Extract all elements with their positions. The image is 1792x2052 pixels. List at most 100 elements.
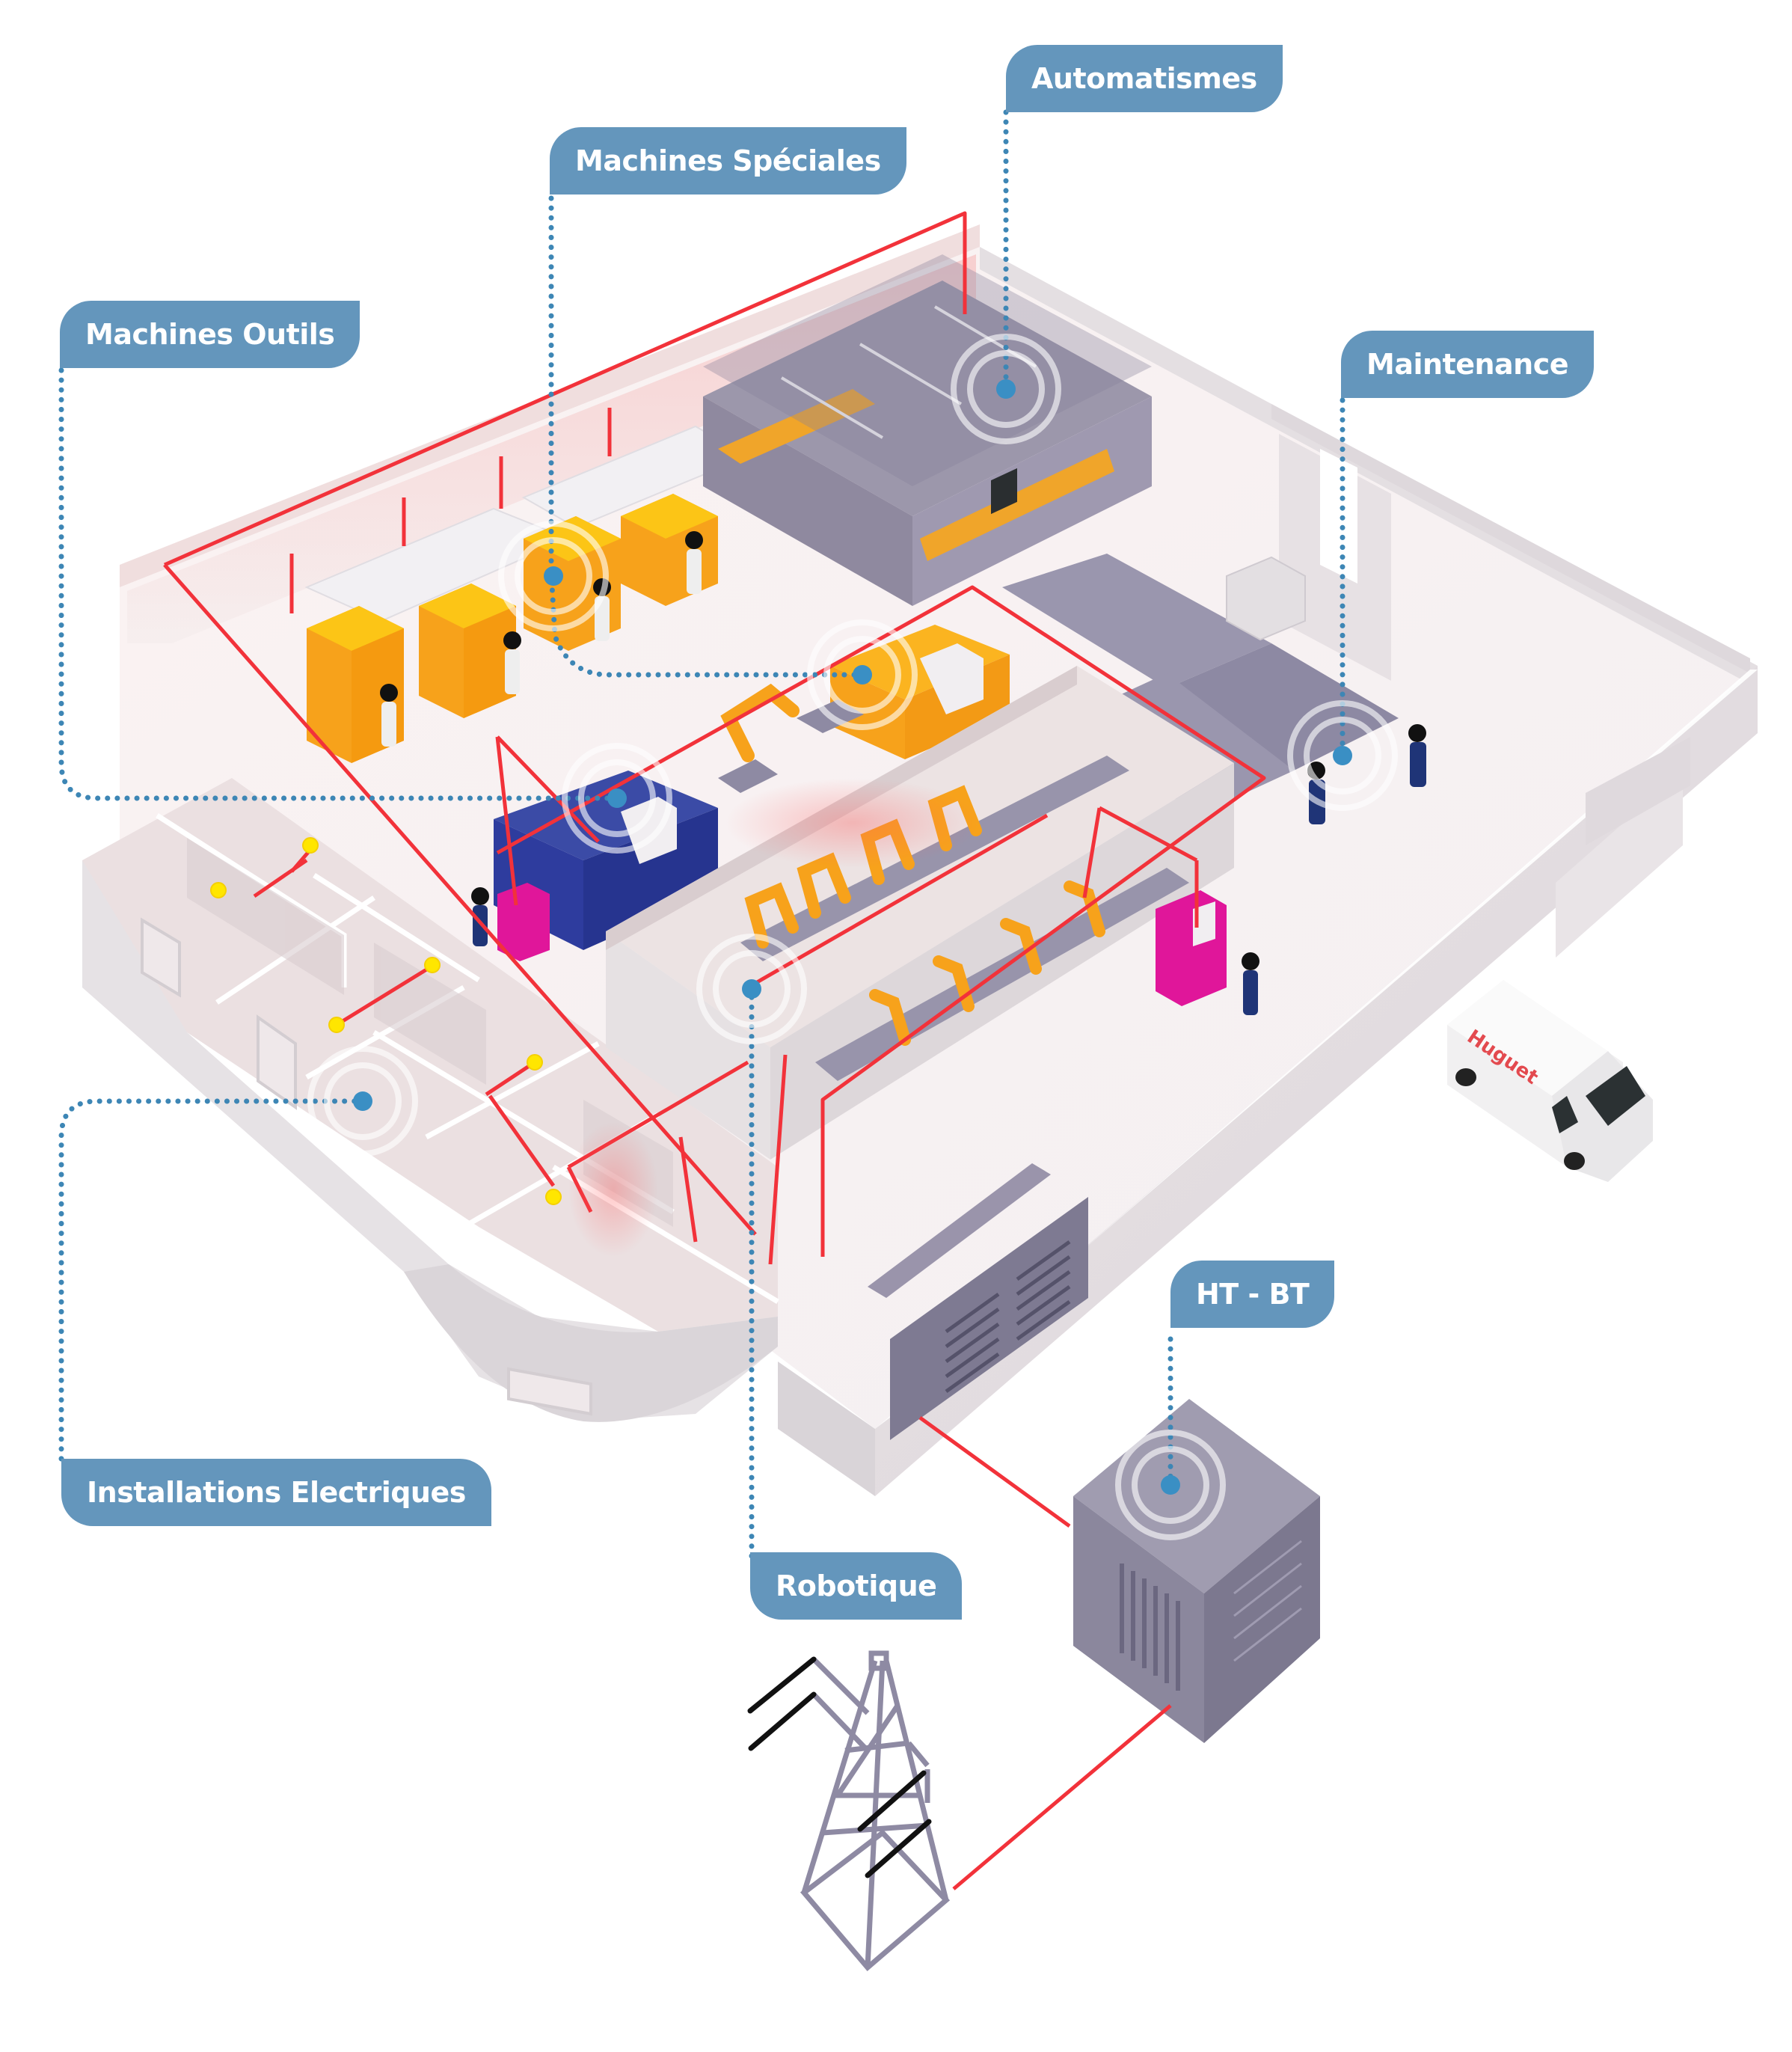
machine-tool [621, 494, 718, 606]
light-point [545, 1189, 562, 1205]
control-desk [718, 389, 875, 464]
robot-arm [720, 683, 800, 762]
leader-machines-speciales [548, 195, 871, 678]
operator [503, 631, 521, 694]
blue-machine-side [583, 808, 718, 950]
operator [685, 531, 703, 594]
transformer-grille [1233, 1540, 1302, 1662]
hotspot-maintenance[interactable] [1287, 700, 1398, 811]
light-point [328, 1017, 345, 1033]
hotspot-automatismes[interactable] [951, 334, 1061, 444]
van-roof [1447, 980, 1608, 1096]
cable [496, 735, 600, 843]
hotspot-inner-ring [1304, 717, 1381, 794]
conveyor [1002, 554, 1271, 688]
hotspot-ht-bt[interactable] [1115, 1430, 1226, 1540]
label-automatismes[interactable]: Automatismes [1006, 45, 1283, 112]
power-pylon [800, 1650, 951, 1971]
hotspot-inner-ring [967, 350, 1045, 428]
robot-conveyor [740, 756, 1129, 961]
robot-arm [869, 989, 911, 1046]
van-windshield [1586, 1066, 1645, 1126]
right-room-partition [1586, 737, 1690, 845]
orange-machine-window [920, 643, 984, 714]
drop-bin [1226, 556, 1306, 641]
transformer [1073, 1399, 1320, 1743]
right-outer-wall [875, 666, 1758, 1496]
light-point [527, 1054, 543, 1071]
cable [163, 211, 967, 567]
label-maintenance[interactable]: Maintenance [1341, 331, 1595, 398]
roof-slab [868, 1163, 1051, 1298]
hotspot-inner-ring [713, 950, 791, 1028]
hotspot-inner-ring [823, 636, 901, 714]
cable [952, 1704, 1172, 1890]
hotspot-dot-icon [742, 979, 761, 999]
cable [918, 1415, 1071, 1528]
leader-machines-outils [58, 367, 620, 801]
red-glow [725, 778, 980, 868]
back-left-wall-inner [127, 254, 976, 643]
hotspot-outer-ring [807, 619, 918, 730]
louvre-slats [945, 1240, 1071, 1394]
label-machines-speciales[interactable]: Machines Spéciales [550, 127, 906, 195]
front-wall [778, 1362, 875, 1496]
leader-installations [58, 1098, 366, 1462]
control-room-floor [703, 281, 1152, 516]
label-robotique[interactable]: Robotique [750, 1552, 963, 1620]
control-room [703, 254, 1152, 606]
robot-arm [1064, 880, 1105, 937]
hotspot-machines-outils[interactable] [562, 743, 672, 854]
control-desk [920, 449, 1114, 561]
technician [1242, 952, 1259, 1015]
hotspot-dot-icon [996, 379, 1016, 399]
cable [768, 1054, 788, 1265]
service-van: Huguet [1447, 980, 1653, 1182]
leader-lines [58, 109, 1345, 1559]
machine-tool [419, 584, 516, 718]
hotspot-outer-ring [1287, 700, 1398, 811]
cable [1098, 806, 1198, 863]
pylon-conductors [747, 1656, 932, 1878]
control-cabinet [497, 883, 550, 961]
orange-machine-top [830, 625, 1010, 699]
hotspot-dot-icon [1161, 1475, 1180, 1495]
hotspot-outer-ring [562, 743, 672, 854]
label-installations-electriques[interactable]: Installations Electriques [61, 1459, 491, 1526]
van-side-window [1552, 1096, 1578, 1133]
electrical-cables [163, 211, 1266, 1890]
transformer-side [1204, 1496, 1320, 1743]
hotspot-installations-electriques[interactable] [307, 1046, 418, 1157]
transformer-fins [1120, 1563, 1180, 1691]
light-point [424, 957, 441, 973]
van-wheel [1455, 1068, 1476, 1086]
back-right-wall-face [1271, 404, 1750, 673]
feed-belt [718, 759, 778, 793]
cable [1082, 807, 1102, 898]
red-glow [568, 1122, 658, 1257]
label-machines-outils[interactable]: Machines Outils [60, 301, 360, 368]
hotspot-robotique[interactable] [696, 934, 807, 1044]
label-ht-bt[interactable]: HT - BT [1170, 1261, 1335, 1328]
robot-arm [1000, 918, 1042, 975]
hotspot-inner-ring [515, 537, 592, 615]
hotspot-dot-icon [353, 1091, 372, 1111]
hotspot-machines-speciales-2[interactable] [807, 619, 918, 730]
wing-rounded-wall [404, 1264, 778, 1422]
right-wall-band [875, 670, 1758, 1429]
window [257, 1014, 297, 1110]
hotspot-inner-ring [578, 759, 656, 837]
substation-louvres [868, 1163, 1088, 1440]
robot-arm [744, 882, 799, 949]
light-point [210, 882, 227, 898]
blue-machine-front [494, 819, 583, 950]
machine-shop [304, 425, 750, 763]
hotspot-inner-ring [1132, 1446, 1209, 1524]
hotspot-outer-ring [951, 334, 1061, 444]
hotspot-machines-speciales-1[interactable] [498, 521, 609, 631]
cable [485, 1060, 536, 1097]
control-room-glass [703, 254, 1152, 486]
hotspot-outer-ring [1115, 1430, 1226, 1540]
hotspot-outer-ring [696, 934, 807, 1044]
conveyor [1167, 643, 1399, 771]
